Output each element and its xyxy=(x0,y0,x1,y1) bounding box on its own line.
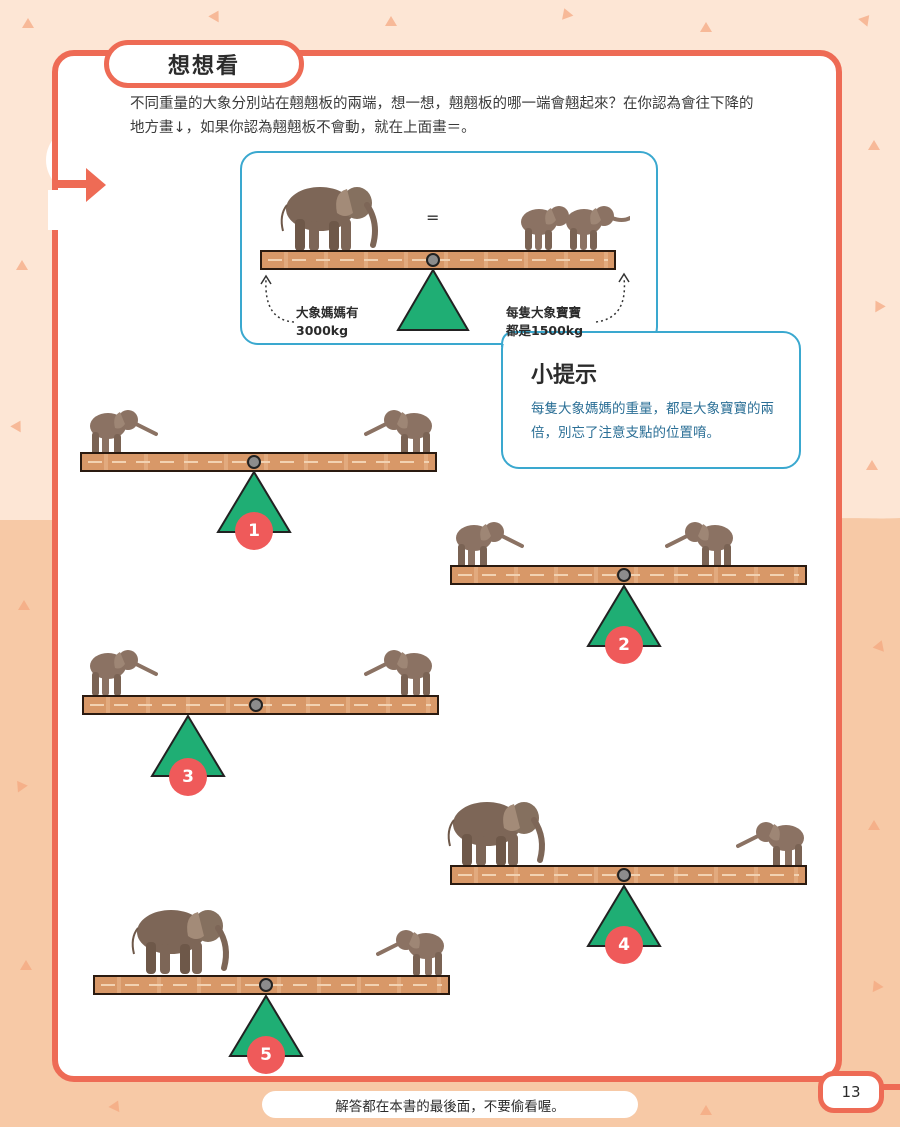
elephant-baby-icon xyxy=(521,206,577,250)
equals-sign: = xyxy=(426,208,440,227)
pivot-icon xyxy=(617,568,631,582)
box-join xyxy=(503,331,656,344)
mother-label-line1: 大象媽媽有 xyxy=(296,305,359,320)
exercise-number-badge: 3 xyxy=(169,758,207,796)
dotted-arrow-icon xyxy=(595,272,630,323)
pivot-icon xyxy=(259,978,273,992)
instructions-text: 不同重量的大象分別站在翹翹板的兩端，想一想，翹翹板的哪一端會翹起來？在你認為會往… xyxy=(130,96,754,136)
exercise-number-badge: 5 xyxy=(247,1036,285,1074)
elephant-mother-icon xyxy=(131,910,229,974)
elephant-baby-icon xyxy=(90,410,158,456)
baby-weight-label: 每隻大象寶寶 都是1500kg xyxy=(506,304,583,340)
baby-label-line2: 都是1500kg xyxy=(506,323,584,338)
page-title: 想想看 xyxy=(104,40,304,88)
answer-note: 解答都在本書的最後面，不要偷看喔。 xyxy=(262,1091,638,1118)
tip-text: 每隻大象媽媽的重量，都是大象寶寶的兩倍，別忘了注意支點的位置唷。 xyxy=(531,401,774,441)
dotted-arrow-icon xyxy=(260,274,295,323)
elephant-mother-icon xyxy=(447,802,545,866)
pivot-icon xyxy=(249,698,263,712)
tip-box: 小提示 每隻大象媽媽的重量，都是大象寶寶的兩倍，別忘了注意支點的位置唷。 xyxy=(501,331,801,469)
tip-title: 小提示 xyxy=(531,363,598,388)
elephant-baby-icon xyxy=(736,822,804,868)
frame-arrow-stem xyxy=(52,180,92,188)
arrow-right-icon xyxy=(86,168,106,202)
baby-label-line1: 每隻大象寶寶 xyxy=(506,305,582,320)
pivot-icon xyxy=(247,455,261,469)
elephant-baby-icon xyxy=(90,650,158,696)
mother-weight-label: 大象媽媽有 3000kg xyxy=(296,304,359,340)
exercise-number-badge: 4 xyxy=(605,926,643,964)
exercise-number-badge: 2 xyxy=(605,626,643,664)
elephant-mother-icon xyxy=(280,187,378,251)
elephant-baby-icon xyxy=(364,650,432,696)
pivot-icon xyxy=(426,253,440,267)
page-number: 13 xyxy=(818,1071,884,1113)
elephant-baby-icon xyxy=(456,522,524,568)
page-number-tail xyxy=(870,1084,900,1090)
elephant-baby-icon xyxy=(364,410,432,456)
tip-box-corner xyxy=(501,331,656,347)
elephant-baby-icon xyxy=(376,930,444,976)
elephant-baby-icon xyxy=(665,522,733,568)
elephant-baby-icon xyxy=(566,206,630,250)
mother-label-line2: 3000kg xyxy=(296,323,349,338)
exercise-number-badge: 1 xyxy=(235,512,273,550)
pivot-icon xyxy=(617,868,631,882)
frame-gap xyxy=(48,190,64,230)
fulcrum-triangle xyxy=(396,268,470,331)
